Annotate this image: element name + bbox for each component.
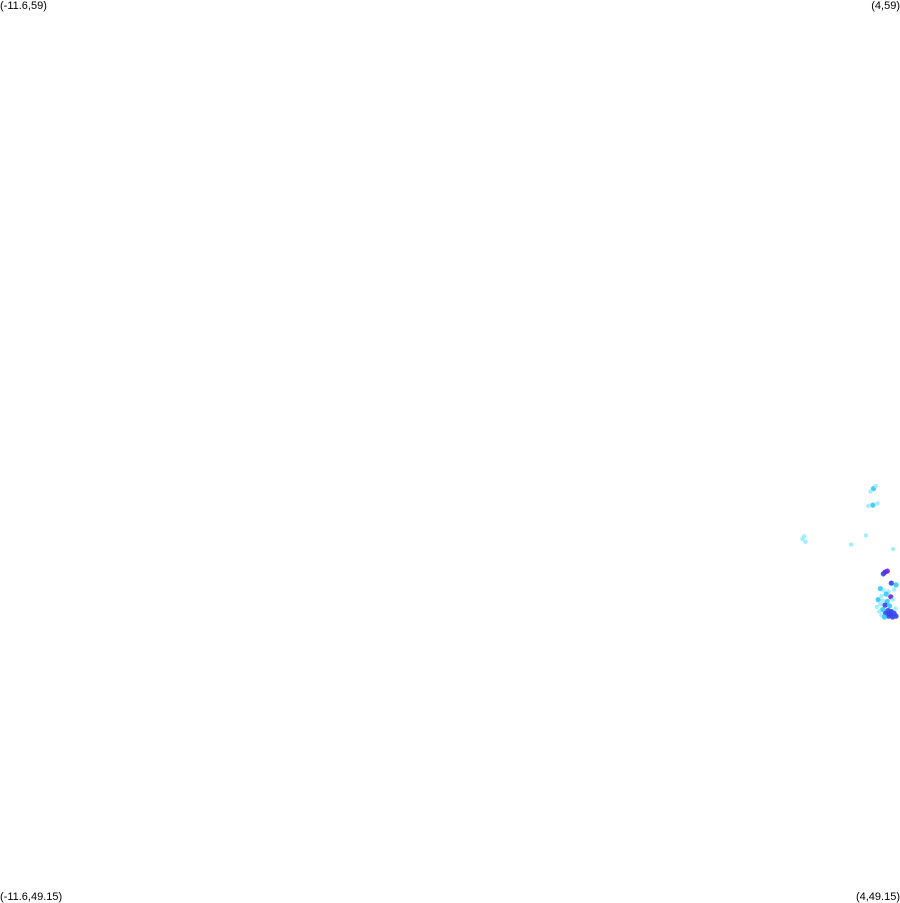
map-point bbox=[881, 614, 888, 620]
map-point bbox=[890, 597, 896, 602]
corner-label-bottom-left: (-11.6,49.15) bbox=[0, 891, 63, 903]
map-point bbox=[800, 536, 805, 542]
corner-label-bottom-right: (4,49.15) bbox=[855, 891, 900, 903]
map-point bbox=[803, 539, 808, 544]
map-point bbox=[892, 587, 897, 592]
map-point bbox=[873, 483, 878, 489]
map-point bbox=[879, 593, 884, 599]
map-point bbox=[874, 604, 880, 610]
map-point bbox=[885, 613, 892, 619]
map-point bbox=[884, 568, 890, 574]
map-point bbox=[870, 502, 876, 508]
map-point bbox=[878, 601, 883, 607]
map-point bbox=[880, 607, 886, 613]
map-point bbox=[877, 609, 882, 614]
map-point bbox=[866, 503, 871, 509]
map-point bbox=[882, 602, 888, 608]
map-point bbox=[863, 533, 869, 538]
map-point bbox=[875, 501, 880, 506]
map-point bbox=[848, 542, 854, 547]
map-point bbox=[883, 591, 889, 597]
map-point bbox=[875, 597, 881, 603]
map-point bbox=[881, 588, 886, 593]
map-point bbox=[893, 582, 899, 588]
map-point bbox=[880, 598, 885, 603]
map-point bbox=[890, 546, 896, 552]
map-point bbox=[880, 571, 886, 577]
corner-label-top-right: (4,59) bbox=[871, 0, 900, 12]
map-point bbox=[887, 603, 893, 609]
map-point bbox=[893, 606, 898, 611]
map-point bbox=[868, 489, 873, 494]
map-point bbox=[888, 580, 894, 586]
map-point bbox=[893, 613, 899, 619]
corner-label-top-left: (-11.6,59) bbox=[0, 0, 47, 12]
